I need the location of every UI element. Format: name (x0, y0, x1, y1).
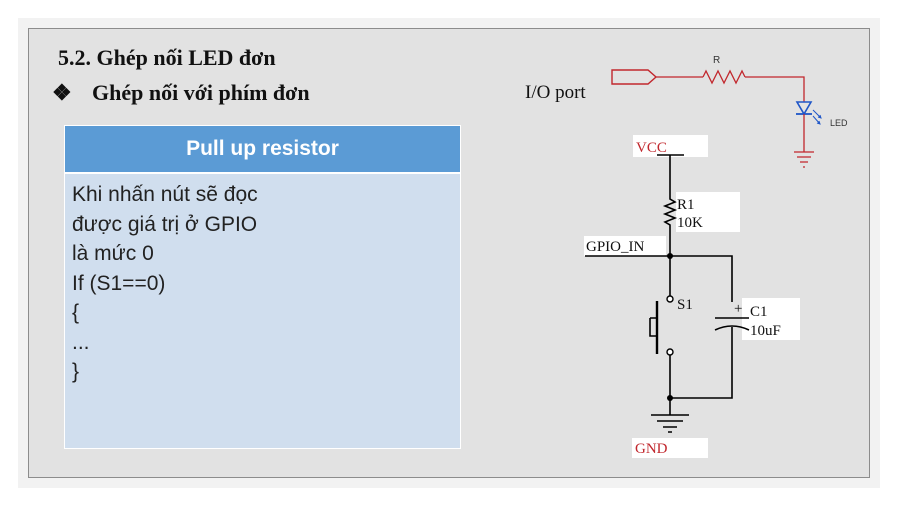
gpio-label-box (584, 236, 666, 256)
ground-icon (651, 414, 689, 433)
card-header: Pull up resistor (65, 126, 460, 174)
c1-polarity: + (734, 301, 742, 317)
c1-name: C1 (750, 304, 768, 320)
card-line: If (S1==0) (72, 271, 166, 295)
c1-label-box (742, 298, 800, 340)
c1-value: 10uF (750, 323, 781, 339)
slide-title: 5.2. Ghép nối LED đơn (58, 45, 276, 70)
led-label: LED (830, 118, 848, 128)
led-ground-icon (794, 151, 814, 168)
gnd-label-box (632, 438, 708, 458)
gpio-wire (585, 255, 733, 302)
gnd-junction (667, 395, 673, 401)
led-wire (745, 76, 805, 102)
s1-contact (666, 295, 674, 303)
led-icon (795, 101, 813, 116)
light-rays-icon (812, 109, 822, 125)
subtitle-text: Ghép nối với phím đơn (92, 80, 310, 105)
card-line: { (72, 301, 80, 324)
io-port-label: I/O port (525, 82, 586, 103)
gpio-label: GPIO_IN (586, 239, 644, 255)
card-body: Khi nhấn nút sẽ đọc được giá trị ở GPIO … (65, 174, 460, 387)
gnd-label: GND (635, 441, 668, 457)
io-port-connector-icon (611, 69, 658, 85)
vcc-label-box (633, 135, 708, 157)
c1-plate-bottom (714, 325, 750, 331)
slide-subtitle: ❖ Ghép nối với phím đơn (52, 80, 310, 106)
card-line: là mức 0 (72, 242, 154, 265)
s1-contact (666, 348, 674, 356)
r1-resistor-icon (662, 196, 678, 228)
vcc-label: VCC (636, 140, 667, 156)
led-resistor-icon (702, 69, 746, 85)
card-line: } (72, 360, 80, 383)
c1-wire (670, 327, 733, 399)
r1-name: R1 (677, 197, 695, 213)
gpio-junction (667, 253, 673, 259)
card-line: Khi nhấn nút sẽ đọc (72, 183, 258, 206)
diamond-bullet-icon: ❖ (52, 80, 72, 105)
pull-up-card: Pull up resistor Khi nhấn nút sẽ đọc đượ… (64, 125, 461, 449)
card-line: ... (72, 330, 90, 354)
card-line: được giá trị ở GPIO (72, 212, 258, 236)
s1-plunger (649, 317, 657, 337)
s1-label: S1 (677, 297, 693, 313)
r1-label-box (676, 192, 740, 232)
led-resistor-label: R (713, 55, 720, 66)
r1-value: 10K (677, 215, 703, 231)
